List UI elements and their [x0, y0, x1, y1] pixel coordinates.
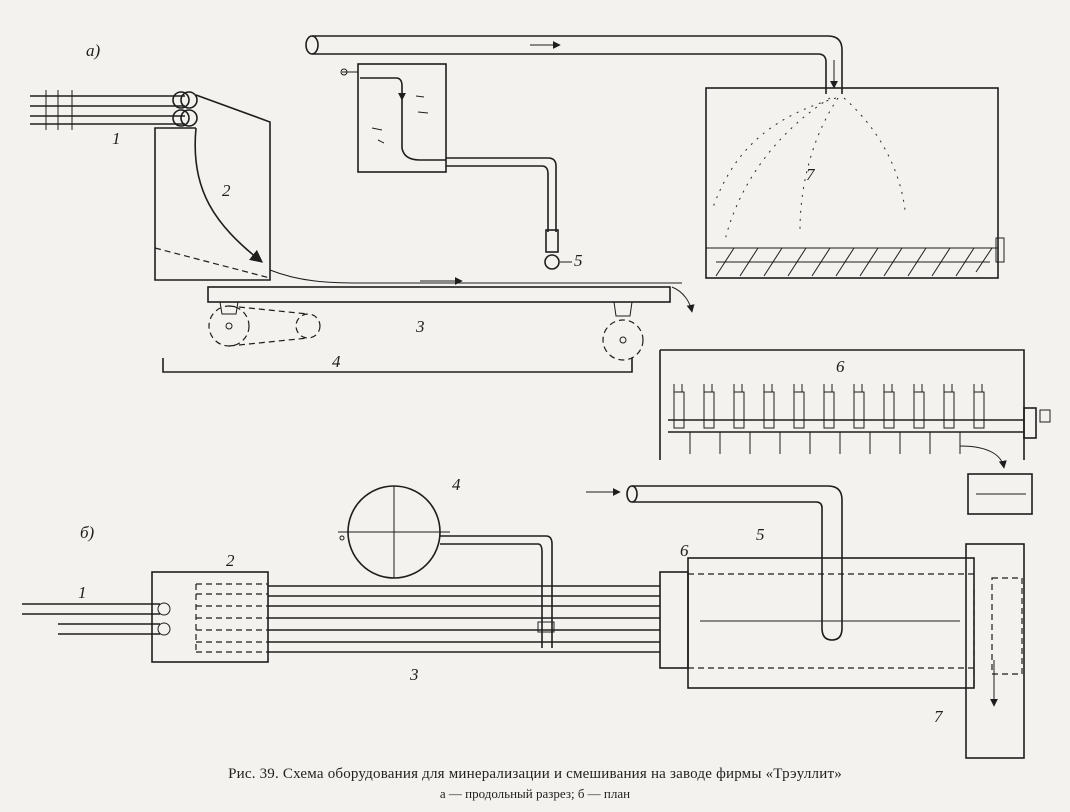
label-a-6: 6 — [836, 357, 845, 376]
conveyor-a — [207, 269, 695, 361]
label-b-7: 7 — [934, 707, 944, 726]
paddle-mixer-a — [659, 349, 1051, 515]
distribution-head-b — [151, 571, 269, 663]
base-line-a — [162, 358, 633, 373]
label-a-7: 7 — [806, 165, 816, 184]
figure-caption: Рис. 39. Схема оборудования для минерали… — [228, 766, 842, 782]
part-a-label: а) — [86, 41, 101, 60]
label-a-4: 4 — [332, 352, 341, 371]
label-b-2: 2 — [226, 551, 235, 570]
part-b-label: б) — [80, 523, 95, 542]
conveyor-b — [268, 585, 660, 653]
label-b-3: 3 — [409, 665, 419, 684]
additive-tank-a — [340, 63, 572, 270]
incoming-strands-b — [22, 602, 171, 636]
overhead-pipe-a — [305, 35, 843, 94]
label-a-5: 5 — [574, 251, 583, 270]
label-b-5: 5 — [756, 525, 765, 544]
label-b-4: 4 — [452, 475, 461, 494]
figure-subcaption: а — продольный разрез; б — план — [439, 786, 631, 801]
label-b-1: 1 — [78, 583, 87, 602]
label-a-3: 3 — [415, 317, 425, 336]
additive-tank-b — [338, 485, 555, 648]
incoming-strands-a — [30, 90, 198, 130]
label-a-2: 2 — [222, 181, 231, 200]
chute-a — [154, 94, 271, 281]
mixing-tank-a — [705, 87, 1005, 279]
label-a-1: 1 — [112, 129, 121, 148]
mixing-tank-b — [586, 485, 1025, 759]
label-b-6: 6 — [680, 541, 689, 560]
